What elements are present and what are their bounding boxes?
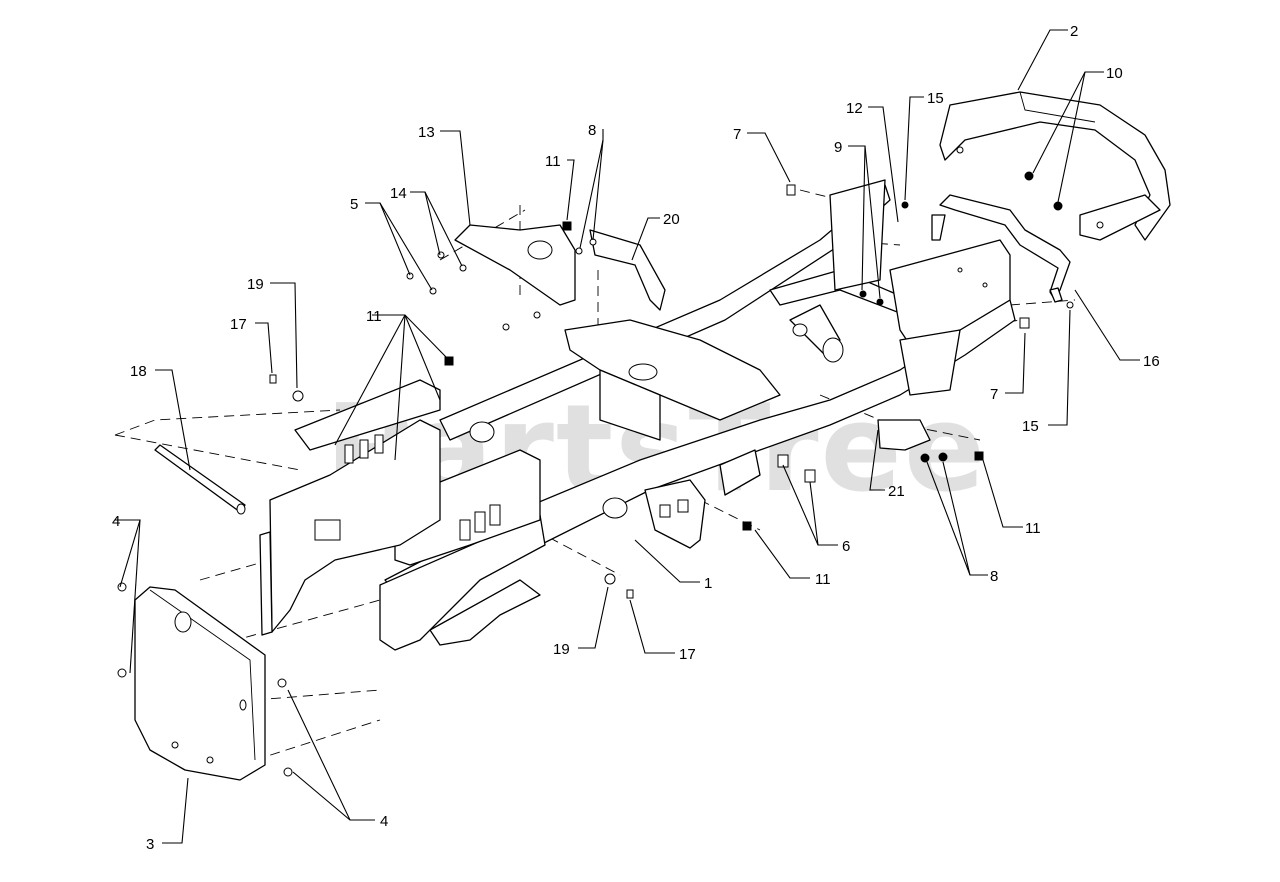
callout-17a: 17 [230, 316, 247, 333]
callout-10: 10 [1106, 65, 1123, 82]
callout-16: 16 [1143, 353, 1160, 370]
callout-8b: 8 [990, 568, 998, 585]
callout-7b: 7 [990, 386, 998, 403]
callout-1: 1 [704, 575, 712, 592]
rear-bumper [939, 91, 1171, 241]
callout-15a: 15 [927, 90, 944, 107]
callout-9: 9 [834, 139, 842, 156]
callout-19a: 19 [247, 276, 264, 293]
callout-15b: 15 [1022, 418, 1039, 435]
callout-11d: 11 [1025, 520, 1041, 537]
bracket-20 [589, 229, 666, 311]
bracket-21 [877, 419, 931, 451]
callout-11c: 11 [815, 571, 831, 588]
callout-17b: 17 [679, 646, 696, 663]
callout-19b: 19 [553, 641, 570, 658]
callout-11b: 11 [366, 308, 382, 325]
mounting-bracket [454, 224, 576, 306]
callout-11a: 11 [545, 153, 561, 170]
main-frame [379, 179, 1016, 651]
front-plate [134, 586, 266, 781]
callout-14: 14 [390, 185, 407, 202]
callout-4a: 4 [112, 513, 120, 530]
left-frame-plate [259, 379, 441, 636]
callouts: 1 2 3 4 4 5 6 7 7 8 8 9 10 11 11 11 11 1… [112, 23, 1160, 853]
callout-20: 20 [663, 211, 680, 228]
callout-7a: 7 [733, 126, 741, 143]
callout-8a: 8 [588, 122, 596, 139]
callout-21: 21 [888, 483, 905, 500]
leader-lines [115, 29, 1140, 844]
callout-13: 13 [418, 124, 435, 141]
callout-5: 5 [350, 196, 358, 213]
callout-18: 18 [130, 363, 147, 380]
callout-6: 6 [842, 538, 850, 555]
callout-2: 2 [1070, 23, 1078, 40]
callout-4b: 4 [380, 813, 388, 830]
axle-bar [154, 444, 246, 515]
callout-3: 3 [146, 836, 154, 853]
callout-12: 12 [846, 100, 863, 117]
